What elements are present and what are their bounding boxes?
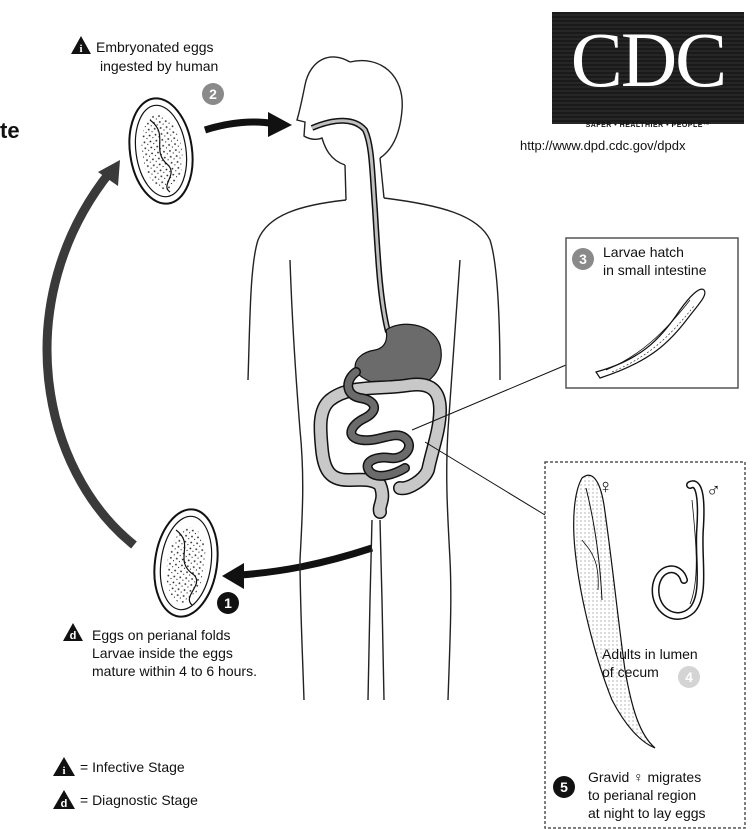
cycle-arc xyxy=(47,172,134,545)
stage-5-line-1: Gravid ♀ migrates xyxy=(588,768,706,786)
cdc-url: http://www.dpd.cdc.gov/dpdx xyxy=(520,138,685,153)
stage-1-badge: 1 xyxy=(217,592,239,614)
pointer-line-adults xyxy=(425,442,545,515)
svg-text:i: i xyxy=(79,43,82,55)
male-symbol: ♂ xyxy=(706,482,721,500)
diagnostic-stage-icon: d xyxy=(62,622,84,642)
egg-perianal xyxy=(148,505,224,621)
legend-infective-icon: i xyxy=(52,756,76,777)
female-symbol: ♀ xyxy=(598,478,613,496)
stomach xyxy=(355,324,441,388)
stage-2-label: Embryonated eggs xyxy=(96,38,214,56)
stage-2-label-2: ingested by human xyxy=(100,57,218,75)
stage-1-line-2: Larvae inside the eggs xyxy=(92,644,257,662)
stage-4-badge: 4 xyxy=(678,666,700,688)
stage-1-line-1: Eggs on perianal folds xyxy=(92,626,257,644)
infective-stage-icon: i xyxy=(70,35,92,55)
stage-3-line-1: Larvae hatch xyxy=(603,243,707,261)
stage-3-label: Larvae hatch in small intestine xyxy=(603,243,707,279)
stage-4-line-1: Adults in lumen xyxy=(602,645,698,663)
stage-3-line-2: in small intestine xyxy=(603,261,707,279)
svg-text:d: d xyxy=(61,798,68,810)
edge-text-fragment: te xyxy=(0,118,20,144)
legend-diagnostic-text: = Diagnostic Stage xyxy=(80,791,198,809)
stage-5-line-2: to perianal region xyxy=(588,786,706,804)
stage-3-badge: 3 xyxy=(572,248,594,270)
stage-2-line-1: Embryonated eggs xyxy=(96,38,214,56)
stage-1-line-3: mature within 4 to 6 hours. xyxy=(92,662,257,680)
cdc-tagline: SAFER • HEALTHIER • PEOPLE™ xyxy=(552,122,744,129)
ingestion-arrow xyxy=(205,122,275,130)
stage-5-label: Gravid ♀ migrates to perianal region at … xyxy=(588,768,706,822)
stage-1-label: Eggs on perianal folds Larvae inside the… xyxy=(92,626,257,680)
legend-diagnostic-icon: d xyxy=(52,789,76,810)
stage-5-badge: 5 xyxy=(553,776,575,798)
deposit-arrow xyxy=(240,548,372,575)
stage-2-badge: 2 xyxy=(202,83,224,105)
stage-5-line-3: at night to lay eggs xyxy=(588,804,706,822)
svg-text:d: d xyxy=(70,630,77,642)
legend-infective-text: = Infective Stage xyxy=(80,758,185,776)
embryonated-egg-top xyxy=(123,94,199,208)
cdc-logo: CDC xyxy=(552,12,744,124)
svg-text:i: i xyxy=(62,765,65,777)
cdc-logo-text: CDC xyxy=(552,18,744,102)
stage-2-line-2: ingested by human xyxy=(100,57,218,75)
